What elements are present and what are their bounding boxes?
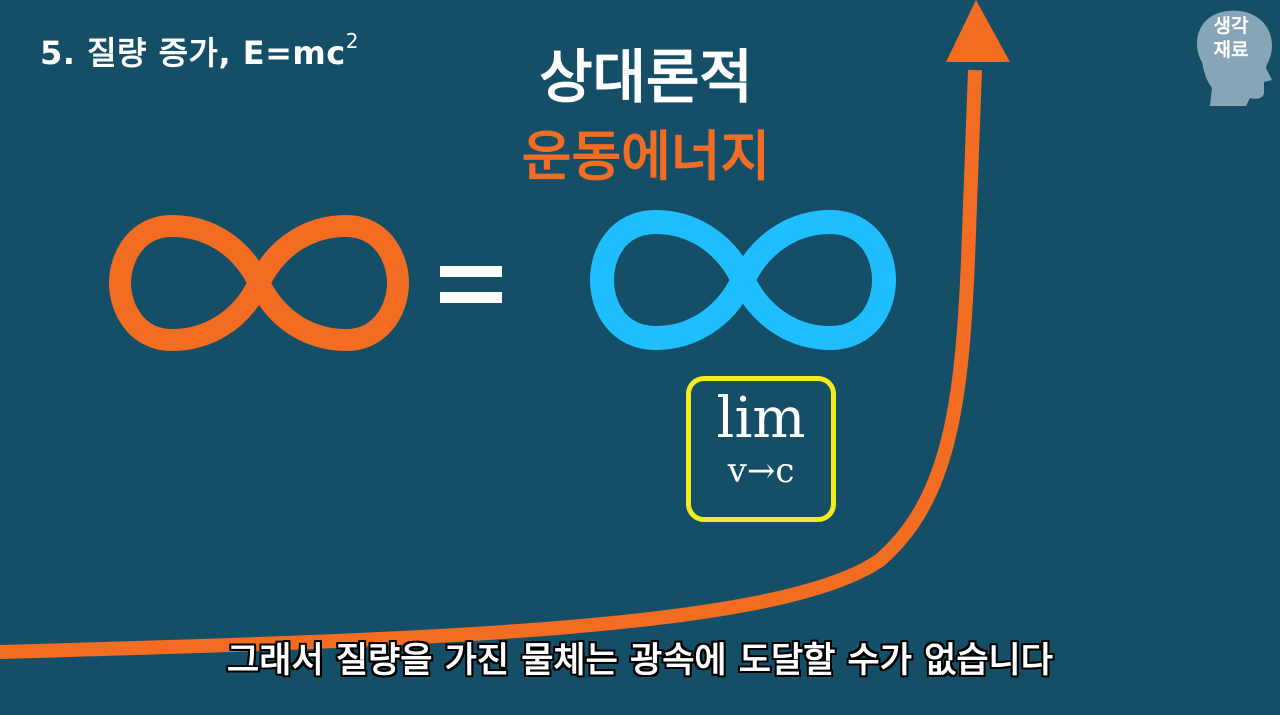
curve-line	[0, 69, 982, 659]
limit-box: lim v→c	[686, 376, 836, 522]
subtitle-caption: 그래서 질량을 가진 물체는 광속에 도달할 수가 없습니다	[227, 641, 1053, 681]
orange-infinity-icon	[109, 215, 409, 351]
section-heading: 5. 질량 증가, E=mc2	[40, 28, 359, 74]
section-heading-text: 5. 질량 증가, E=mc	[40, 34, 346, 72]
limit-word: lim	[716, 386, 806, 451]
logo-line-2: 재료	[1213, 39, 1249, 61]
blue-infinity-icon	[590, 210, 896, 350]
channel-logo-text: 생각 재료	[1196, 14, 1266, 62]
channel-logo-head-icon	[1196, 10, 1272, 106]
equals-sign-icon	[440, 266, 502, 303]
title-relativistic: 상대론적	[539, 43, 753, 111]
limit-subscript: v→c	[727, 451, 795, 491]
title-kinetic-energy: 운동에너지	[521, 125, 771, 188]
arrow-head-icon	[946, 0, 1010, 62]
section-heading-superscript: 2	[345, 29, 359, 54]
logo-line-1: 생각	[1213, 15, 1249, 37]
